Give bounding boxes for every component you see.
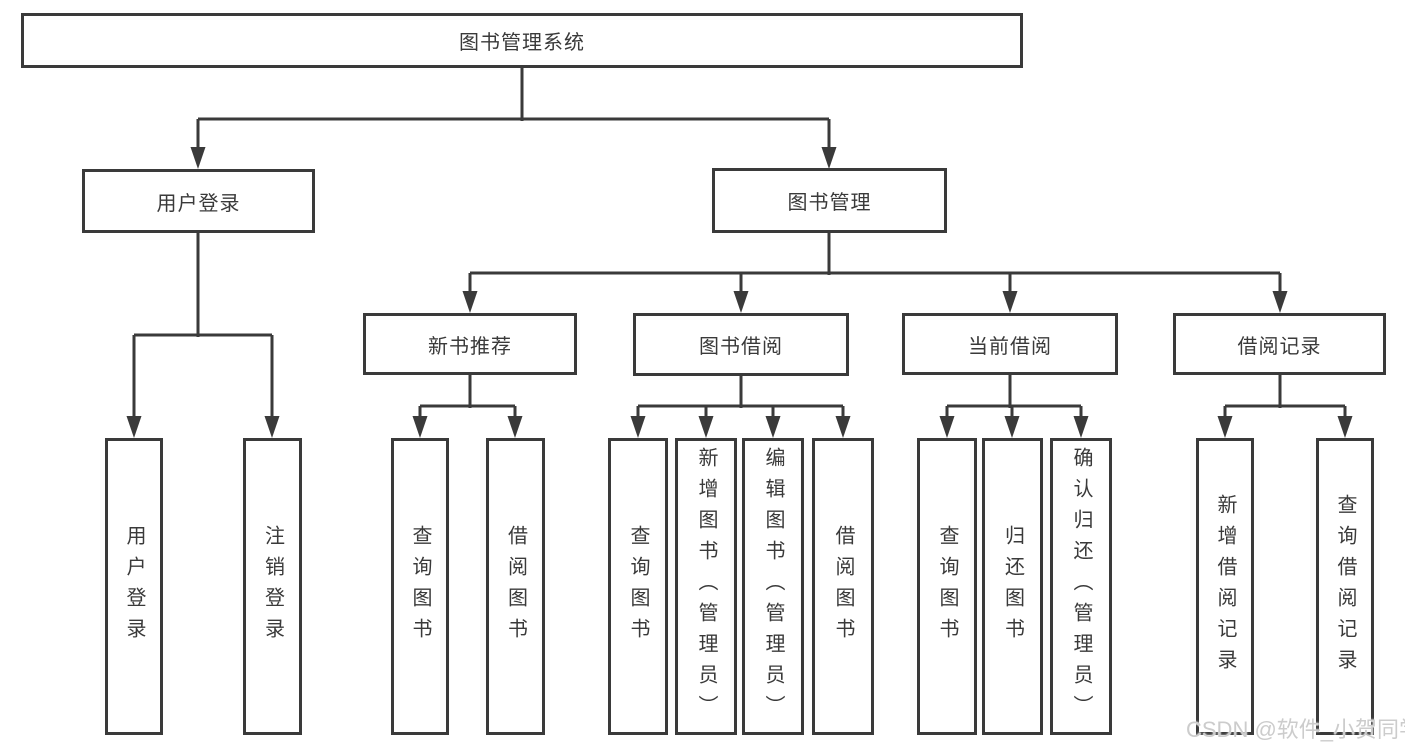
leaf-rec-query-book-label: 查询图书: [409, 524, 431, 649]
node-borrow-record: 借阅记录: [1173, 313, 1386, 375]
node-current-borrow: 当前借阅: [902, 313, 1118, 375]
leaf-bb-add-book: 新增图书（管理员）: [675, 438, 737, 735]
csdn-watermark: CSDN @软件_小贺同学: [1186, 717, 1405, 742]
leaf-cb-return-book: 归还图书: [982, 438, 1043, 735]
node-book-mgmt: 图书管理: [712, 168, 947, 233]
leaf-rec-borrow-book: 借阅图书: [486, 438, 545, 735]
leaf-cb-confirm-return-label: 确认归还（管理员）: [1070, 447, 1092, 726]
leaf-user-login: 用户登录: [105, 438, 163, 735]
leaf-br-query-record-label: 查询借阅记录: [1334, 493, 1356, 680]
node-root: 图书管理系统: [21, 13, 1023, 68]
leaf-user-login-label: 用户登录: [123, 524, 145, 649]
leaf-logout-label: 注销登录: [261, 524, 284, 649]
leaf-br-add-record: 新增借阅记录: [1196, 438, 1254, 735]
node-book-borrow: 图书借阅: [633, 313, 849, 376]
leaf-rec-borrow-book-label: 借阅图书: [504, 524, 527, 649]
node-new-book-rec-label: 新书推荐: [428, 335, 512, 358]
node-book-borrow-label: 图书借阅: [699, 336, 783, 358]
node-user-login: 用户登录: [82, 169, 315, 233]
leaf-bb-add-book-label: 新增图书（管理员）: [695, 447, 717, 726]
node-root-label: 图书管理系统: [459, 32, 585, 54]
node-new-book-rec: 新书推荐: [363, 313, 577, 375]
leaf-cb-query-book-label: 查询图书: [936, 524, 958, 649]
node-user-login-label: 用户登录: [156, 192, 241, 215]
leaf-bb-borrow-book: 借阅图书: [812, 438, 874, 735]
node-current-borrow-label: 当前借阅: [968, 335, 1052, 358]
leaf-bb-edit-book-label: 编辑图书（管理员）: [762, 447, 784, 726]
leaf-bb-query-book-label: 查询图书: [627, 524, 649, 649]
leaf-bb-edit-book: 编辑图书（管理员）: [742, 438, 804, 735]
leaf-rec-query-book: 查询图书: [391, 438, 449, 735]
leaf-bb-borrow-book-label: 借阅图书: [832, 524, 854, 649]
node-borrow-record-label: 借阅记录: [1237, 335, 1322, 358]
leaf-br-add-record-label: 新增借阅记录: [1214, 493, 1236, 680]
leaf-cb-query-book: 查询图书: [917, 438, 977, 735]
leaf-bb-query-book: 查询图书: [608, 438, 668, 735]
leaf-cb-confirm-return: 确认归还（管理员）: [1050, 438, 1112, 735]
leaf-logout: 注销登录: [243, 438, 302, 735]
leaf-cb-return-book-label: 归还图书: [1001, 524, 1024, 649]
leaf-br-query-record: 查询借阅记录: [1316, 438, 1374, 735]
node-book-mgmt-label: 图书管理: [787, 192, 872, 214]
